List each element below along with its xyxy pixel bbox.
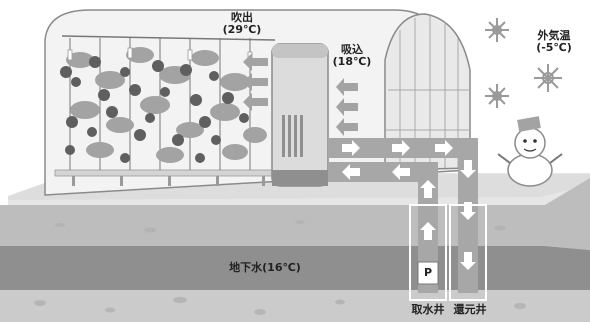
outlet-air-arrows (243, 53, 268, 111)
intake-well-text: 取水井 (411, 303, 445, 316)
inlet-label: 吸込 (18℃) (330, 44, 374, 68)
inlet-air-arrows (336, 78, 358, 136)
arrow-icon (460, 202, 476, 220)
arrow-icon (342, 140, 360, 156)
arrow-icon (460, 160, 476, 178)
pump-text: P (423, 266, 433, 279)
snowflake-icon (485, 18, 509, 42)
snowflakes (485, 18, 562, 108)
soil-layer-bottom (0, 290, 590, 322)
outside-label-text: 外気温 (537, 29, 571, 42)
arrow-icon (420, 222, 436, 240)
inlet-label-text: 吸込 (341, 43, 363, 56)
aquifer-layer (0, 246, 590, 290)
outside-temp-label: 外気温 (-5℃) (526, 30, 582, 54)
ground-block (0, 173, 590, 322)
intake-well-label: 取水井 (406, 304, 450, 316)
snowflake-icon (534, 64, 562, 92)
pump-label: P (418, 267, 438, 279)
greenhouse-end-wall (384, 13, 471, 171)
outside-temp-text: (-5℃) (536, 41, 572, 54)
inlet-temp-text: (18℃) (332, 55, 372, 68)
snowman-icon (497, 116, 563, 187)
groundwater-label: 地下水(16℃) (220, 262, 310, 274)
snowflake-icon (485, 84, 509, 108)
arrow-icon (392, 140, 410, 156)
arrow-icon (392, 164, 410, 180)
arrow-icon (342, 164, 360, 180)
arrow-icon (460, 252, 476, 270)
outlet-label: 吹出 (29℃) (222, 12, 262, 36)
heat-pump-unit (271, 43, 329, 187)
pump-icon (417, 261, 439, 285)
arrow-icon (435, 140, 453, 156)
return-well-text: 還元井 (453, 303, 487, 316)
flow-arrows (342, 140, 476, 270)
outlet-label-text: 吹出 (231, 11, 253, 24)
outlet-temp-text: (29℃) (222, 23, 262, 36)
groundwater-text: 地下水(16℃) (229, 261, 301, 274)
arrow-icon (420, 180, 436, 198)
return-well-label: 還元井 (448, 304, 492, 316)
